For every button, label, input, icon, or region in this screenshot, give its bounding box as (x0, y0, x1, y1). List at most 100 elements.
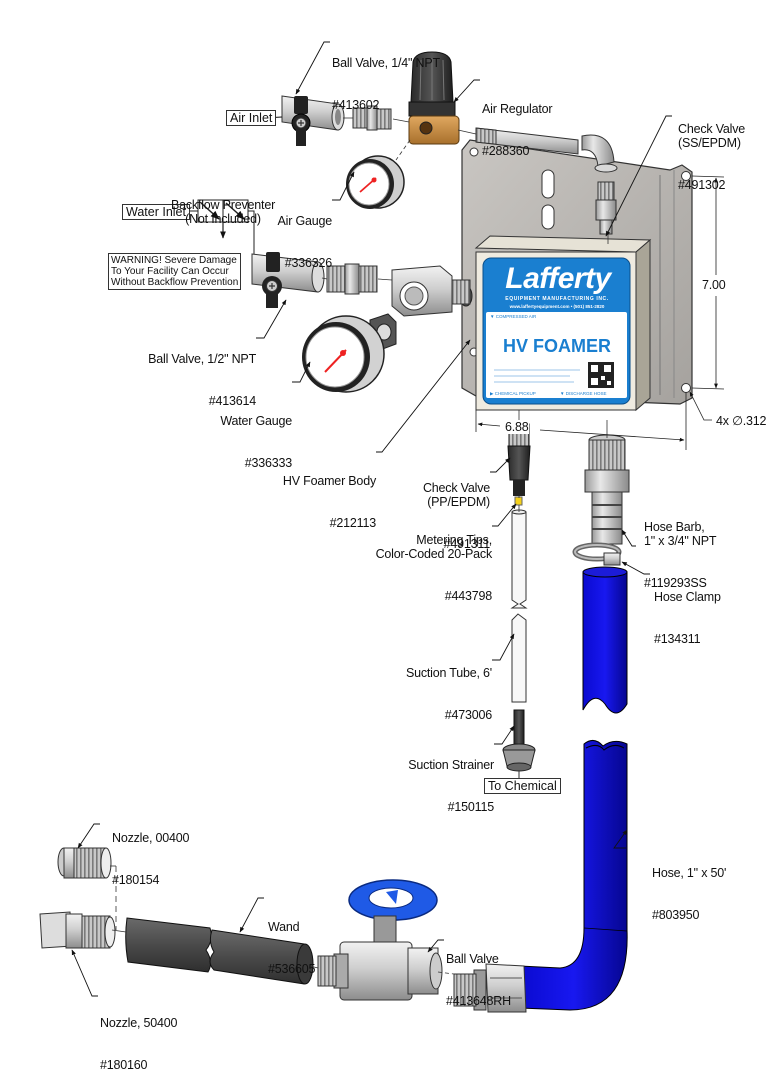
part-number: #473006 (444, 708, 492, 722)
part-number: #119293SS (644, 576, 707, 590)
leader-lines (71, 41, 672, 997)
air-gauge-part (346, 155, 405, 209)
suction-strainer-part (502, 709, 536, 778)
label-ball-valve-rh: Ball Valve #413648RH (446, 924, 511, 1022)
part-name: Ball Valve, 1/4" NPT (332, 56, 440, 70)
mount-hole-top-left (469, 147, 479, 157)
part-number: #443798 (444, 589, 492, 603)
label-ball-valve-quarter: Ball Valve, 1/4" NPT #413602 (332, 28, 440, 126)
part-name: Air Regulator (482, 102, 553, 116)
suction-tube-part (510, 509, 528, 703)
part-name: Suction Strainer (408, 758, 494, 772)
water-ball-valve (251, 252, 325, 308)
plate-label-discharge: ▼ DISCHARGE HOSE (560, 391, 607, 396)
hose-clamp-part (572, 542, 622, 566)
part-number: #180154 (112, 873, 160, 887)
part-number: #336326 (284, 256, 332, 270)
part-number: #212113 (329, 516, 377, 530)
dimension-width: 6.88 (505, 420, 529, 434)
part-name: Metering Tips, Color-Coded 20-Pack (375, 533, 493, 561)
air-regulator-part (408, 51, 460, 145)
part-name: Nozzle, 00400 (112, 831, 190, 845)
brand-tagline: EQUIPMENT MANUFACTURING INC. (505, 296, 609, 302)
water-hex-nipple (326, 263, 378, 295)
backflow-warning-box: WARNING! Severe Damage To Your Facility … (108, 253, 242, 290)
part-number: #803950 (652, 908, 700, 922)
plate-product-name: HV FOAMER (503, 336, 611, 356)
mount-hole-top-right (681, 171, 691, 181)
air-ball-valve (281, 95, 345, 146)
label-suction-strainer: Suction Strainer #150115 (398, 730, 494, 828)
part-name: HV Foamer Body (282, 474, 376, 488)
hose-lower-part (519, 740, 628, 1011)
label-check-valve-ss: Check Valve (SS/EPDM) #491302 (678, 94, 745, 206)
part-name: Hose, 1" x 50' (652, 866, 727, 880)
hose-barb-part (584, 434, 630, 545)
part-number: #180160 (100, 1058, 148, 1072)
part-name: Ball Valve, 1/2" NPT (148, 352, 256, 366)
air-pipe-nipple (475, 127, 579, 155)
part-name: Backflow Preventer (Not Included) (170, 198, 276, 226)
part-name: Check Valve (SS/EPDM) (678, 122, 746, 150)
part-name: Air Gauge (277, 214, 333, 228)
nozzle-50400-part (39, 911, 116, 949)
dimension-holes: 4x ∅.312 (716, 414, 767, 428)
part-number: #413614 (208, 394, 256, 408)
wand-part (125, 917, 314, 985)
label-hose-barb: Hose Barb, 1" x 3/4" NPT #119293SS (644, 492, 716, 604)
label-metering-tips: Metering Tips, Color-Coded 20-Pack #4437… (366, 505, 493, 617)
brand-logo: Lafferty (505, 262, 611, 295)
air-inlet-box: Air Inlet (226, 110, 277, 126)
label-hose-clamp: Hose Clamp #134311 (654, 562, 721, 660)
part-number: #134311 (654, 632, 701, 646)
part-name: Nozzle, 50400 (100, 1016, 178, 1030)
metering-tip (514, 496, 523, 506)
part-number: #150115 (447, 800, 495, 814)
plate-label-chemical: ▶ CHEMICAL PICKUP (490, 391, 536, 396)
mount-hole-bottom-right (681, 383, 691, 393)
foamer-body (474, 235, 652, 412)
label-wand: Wand #536605 (268, 892, 315, 990)
nozzle-00400-part (57, 847, 112, 879)
label-nozzle-50400: Nozzle, 50400 #180160 (100, 988, 178, 1086)
label-air-gauge: Air Gauge #336326 (262, 186, 333, 284)
hose-upper-part (582, 566, 628, 714)
hose-end-fitting (453, 963, 527, 1013)
label-air-regulator: Air Regulator #288360 (482, 74, 553, 172)
water-tee-fitting (391, 265, 471, 317)
backflow-preventer-symbol (188, 199, 255, 256)
part-number: #491302 (678, 178, 726, 192)
water-gauge-part (302, 315, 385, 393)
label-foamer-body: HV Foamer Body #212113 (276, 446, 376, 544)
label-nozzle-00400: Nozzle, 00400 #180154 (112, 803, 190, 901)
part-name: Wand (268, 920, 300, 934)
check-valve-ss (595, 181, 617, 235)
label-water-gauge: Water Gauge #336333 (212, 386, 292, 484)
part-name: Suction Tube, 6' (405, 666, 492, 680)
label-backflow-preventer: Backflow Preventer (Not Included) (168, 170, 278, 240)
label-ball-valve-half: Ball Valve, 1/2" NPT #413614 (146, 324, 256, 422)
part-number: #413648RH (446, 994, 511, 1008)
part-number: #491311 (443, 537, 491, 551)
brand-website: www.laffertyequipment.com • (501) 851-28… (509, 304, 605, 309)
part-name: Water Gauge (220, 414, 292, 428)
part-name: Hose Barb, 1" x 3/4" NPT (644, 520, 717, 548)
part-number: #336333 (244, 456, 292, 470)
part-number: #413602 (332, 98, 380, 112)
label-hose: Hose, 1" x 50' #803950 (652, 838, 726, 936)
label-check-valve-pp: Check Valve (PP/EPDM) #491311 (410, 453, 490, 565)
to-chemical-box: To Chemical (484, 778, 561, 794)
dimension-lines (475, 175, 725, 450)
plate-label-compressed-air: ▼ COMPRESSED AIR (490, 314, 537, 319)
part-number: #536605 (268, 962, 316, 976)
ball-valve-rh-part (317, 879, 443, 1001)
water-inlet-box: Water Inlet (122, 204, 190, 220)
label-suction-tube: Suction Tube, 6' #473006 (396, 638, 492, 736)
part-name: Hose Clamp (654, 590, 721, 604)
elbow-fitting (581, 134, 618, 173)
air-hex-nipple (352, 105, 392, 131)
check-valve-pp (507, 423, 531, 496)
part-name: Ball Valve (446, 952, 499, 966)
part-name: Check Valve (PP/EPDM) (422, 481, 490, 509)
